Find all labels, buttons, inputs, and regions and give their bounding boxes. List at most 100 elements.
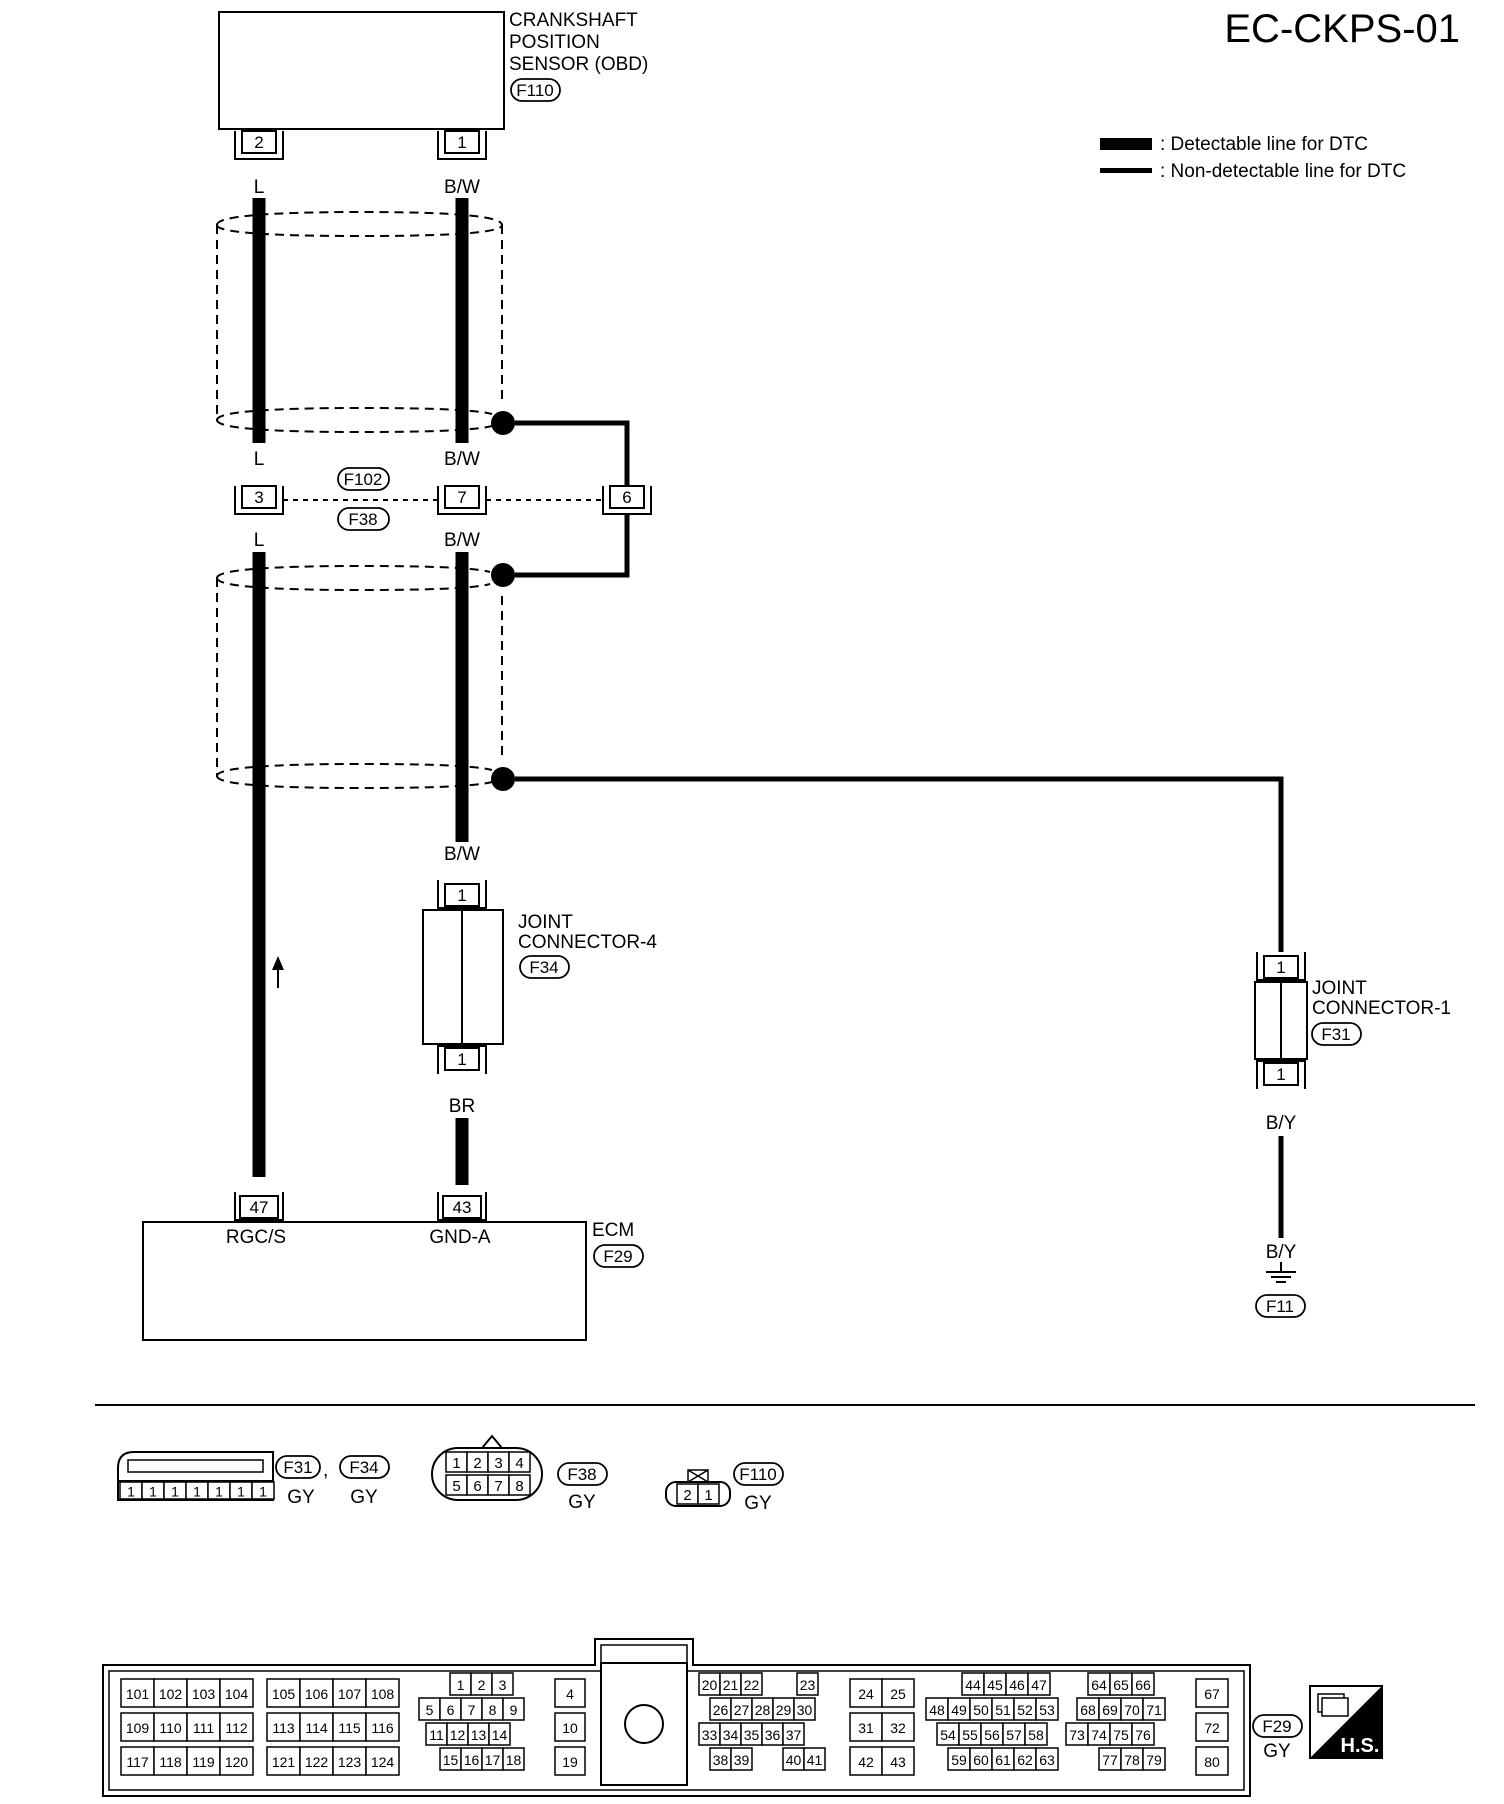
f29-pin: 29 bbox=[776, 1702, 792, 1718]
f29-pin: 18 bbox=[506, 1752, 522, 1768]
f29-pin: 112 bbox=[225, 1720, 248, 1736]
f29-pin: 27 bbox=[734, 1702, 750, 1718]
joint4-bottom-pin-box bbox=[444, 1047, 480, 1071]
sensor-pin-1: 1 bbox=[457, 133, 466, 152]
f29-pin: 105 bbox=[272, 1686, 296, 1702]
f29-pin: 11 bbox=[429, 1727, 444, 1743]
f29-pin: 117 bbox=[126, 1754, 149, 1770]
f29-pin: 58 bbox=[1028, 1727, 1044, 1743]
f29-pin: 66 bbox=[1135, 1677, 1151, 1693]
f29-pin-cell bbox=[554, 1712, 586, 1742]
legend-detectable-swatch bbox=[1100, 138, 1152, 150]
f29-pin-cell bbox=[219, 1746, 254, 1776]
f29-pin: 46 bbox=[1009, 1677, 1025, 1693]
joint4-name-line2: CONNECTOR-4 bbox=[518, 932, 657, 953]
f110-pin-cell bbox=[697, 1483, 720, 1505]
f102-badge bbox=[337, 467, 390, 491]
joint4-bottom-pin-housing bbox=[437, 1045, 487, 1074]
f38-pin: 3 bbox=[494, 1455, 502, 1472]
f29-pin: 3 bbox=[499, 1677, 507, 1693]
joint4-pin-top: 1 bbox=[457, 886, 466, 905]
f29-pin: 110 bbox=[159, 1720, 182, 1736]
ground-connector-id: F11 bbox=[1266, 1297, 1294, 1316]
f29-pin: 63 bbox=[1039, 1752, 1055, 1768]
f29-pin-cell bbox=[120, 1746, 155, 1776]
f29-pin: 6 bbox=[447, 1702, 455, 1718]
f29-pin: 67 bbox=[1204, 1686, 1220, 1702]
sensor-name-line3: SENSOR (OBD) bbox=[509, 54, 648, 75]
f29-pin: 101 bbox=[126, 1686, 150, 1702]
f29-pin-cell bbox=[782, 1722, 805, 1746]
joint1-connector-id: F31 bbox=[1321, 1025, 1350, 1044]
sensor-pin2-housing bbox=[234, 131, 284, 160]
f29-pin: 38 bbox=[713, 1752, 729, 1768]
f110-view-id: F110 bbox=[739, 1465, 777, 1484]
wire-label-br: BR bbox=[449, 1096, 475, 1117]
f29-pin: 34 bbox=[723, 1727, 739, 1743]
joint1-pin-bottom: 1 bbox=[1276, 1065, 1285, 1084]
f29-pin: 56 bbox=[984, 1727, 1000, 1743]
ground-id-badge bbox=[1255, 1294, 1306, 1318]
ecm-pin43-box bbox=[442, 1195, 482, 1219]
f29-pin-cell bbox=[881, 1712, 915, 1742]
f29-pin-cell bbox=[491, 1672, 514, 1696]
f38-connector-id: F38 bbox=[348, 510, 377, 529]
f38-pin: 2 bbox=[473, 1455, 481, 1472]
f31-view-color: GY bbox=[287, 1487, 315, 1508]
f29-pin: 109 bbox=[126, 1720, 150, 1736]
intermediate-pin-6: 6 bbox=[622, 488, 631, 507]
f110-pin: 2 bbox=[683, 1487, 691, 1504]
f29-pin: 28 bbox=[755, 1702, 771, 1718]
f29-pin: 114 bbox=[305, 1720, 328, 1736]
f34-view-color: GY bbox=[350, 1487, 378, 1508]
f29-pin-cell bbox=[849, 1712, 883, 1742]
shield-drain-to-joint1 bbox=[515, 776, 1284, 952]
f29-pin: 123 bbox=[338, 1754, 362, 1770]
f29-pin: 12 bbox=[450, 1727, 466, 1743]
f31-view-id: F31 bbox=[283, 1458, 312, 1477]
f29-pin-cell bbox=[219, 1712, 254, 1742]
f29-pin: 69 bbox=[1102, 1702, 1118, 1718]
f29-pin-cell bbox=[153, 1746, 188, 1776]
f29-pin: 55 bbox=[962, 1727, 978, 1743]
f29-pin: 5 bbox=[426, 1702, 434, 1718]
f38-pin-cell bbox=[508, 1474, 531, 1496]
ecm-id-badge bbox=[593, 1244, 644, 1268]
pin7-housing bbox=[437, 486, 487, 515]
f29-pin: 62 bbox=[1017, 1752, 1033, 1768]
f29-pin-cell bbox=[488, 1722, 511, 1746]
joint4-connector-id: F34 bbox=[529, 958, 558, 977]
f31-pin: 1 bbox=[193, 1484, 201, 1500]
f29-pin: 61 bbox=[995, 1752, 1011, 1768]
f29-pin: 14 bbox=[492, 1727, 508, 1743]
f29-pin: 43 bbox=[890, 1754, 906, 1770]
ecm-terminal-rgc: RGC/S bbox=[226, 1227, 286, 1248]
f38-pin: 1 bbox=[452, 1455, 460, 1472]
joint1-top-pin-box bbox=[1263, 955, 1299, 979]
f29-pin-cell bbox=[219, 1678, 254, 1708]
f31-pin: 1 bbox=[149, 1484, 157, 1500]
ecm-connector-id: F29 bbox=[603, 1247, 632, 1266]
f29-pin: 2 bbox=[478, 1677, 486, 1693]
f29-pin-cell bbox=[365, 1712, 400, 1742]
f29-pin: 17 bbox=[485, 1752, 501, 1768]
shield-drain-wire-upper bbox=[515, 420, 630, 486]
f29-pin: 121 bbox=[272, 1754, 296, 1770]
f29-pin-cell bbox=[1131, 1672, 1155, 1696]
ecm-box bbox=[142, 1221, 587, 1341]
f29-pin: 106 bbox=[305, 1686, 329, 1702]
f29-pin: 78 bbox=[1124, 1752, 1140, 1768]
intermediate-pin-3: 3 bbox=[254, 488, 263, 507]
f29-pin: 21 bbox=[723, 1677, 739, 1693]
harness-side-icon bbox=[1309, 1685, 1383, 1759]
f31-pin: 1 bbox=[127, 1484, 135, 1500]
f29-pin-cell bbox=[1142, 1747, 1166, 1771]
joint4-top-pin-housing bbox=[437, 880, 487, 909]
f38-pin-cell bbox=[508, 1451, 531, 1473]
f29-pin-cell bbox=[554, 1678, 586, 1708]
f38-pin: 4 bbox=[515, 1455, 523, 1472]
f29-pin-cell bbox=[186, 1712, 221, 1742]
